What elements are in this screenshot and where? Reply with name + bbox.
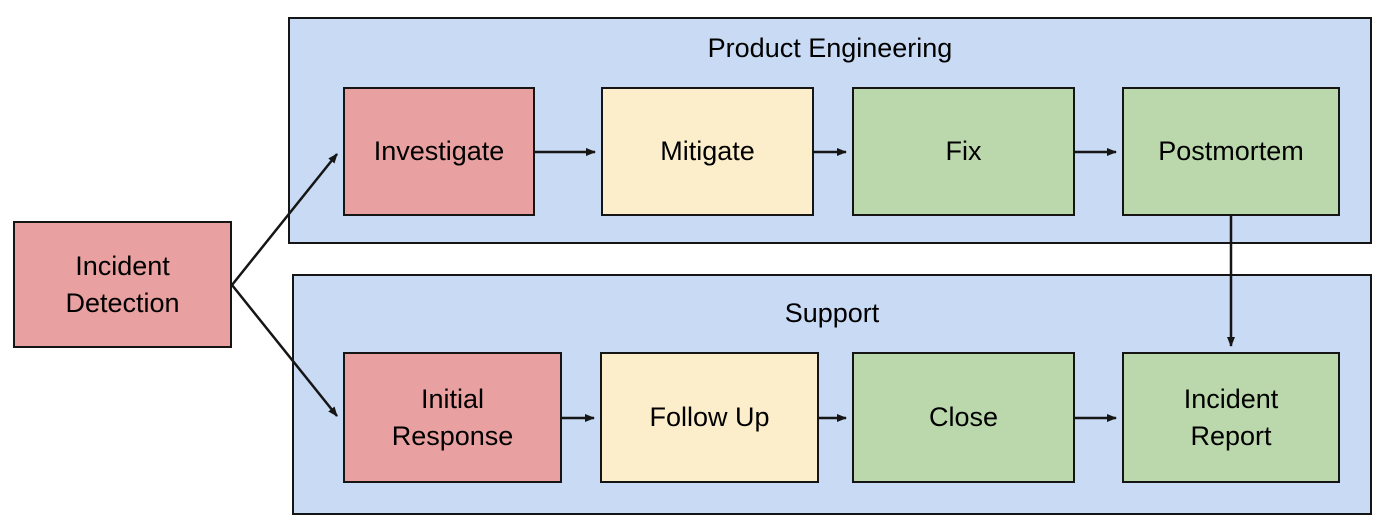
group-title-product-engineering: Product Engineering (707, 33, 953, 63)
node-label-incident-detection: Incident Detection (65, 250, 180, 318)
node-incident-detection[interactable]: Incident Detection (13, 221, 232, 348)
group-title-support: Support (784, 298, 880, 328)
node-label-close: Close (928, 402, 999, 432)
node-postmortem[interactable]: Postmortem (1122, 87, 1340, 216)
node-label-fix: Fix (945, 136, 982, 166)
node-close[interactable]: Close (852, 352, 1075, 483)
node-follow-up[interactable]: Follow Up (600, 352, 819, 483)
node-fix[interactable]: Fix (852, 87, 1075, 216)
node-label-investigate: Investigate (373, 136, 505, 166)
node-mitigate[interactable]: Mitigate (601, 87, 814, 216)
node-incident-report[interactable]: Incident Report (1122, 352, 1340, 483)
node-label-follow-up: Follow Up (649, 402, 770, 432)
node-label-postmortem: Postmortem (1158, 136, 1304, 166)
node-label-incident-report: Incident Report (1183, 383, 1279, 451)
node-investigate[interactable]: Investigate (343, 87, 535, 216)
node-label-mitigate: Mitigate (660, 136, 755, 166)
node-initial-response[interactable]: Initial Response (343, 352, 562, 483)
node-label-initial-response: Initial Response (391, 383, 514, 451)
